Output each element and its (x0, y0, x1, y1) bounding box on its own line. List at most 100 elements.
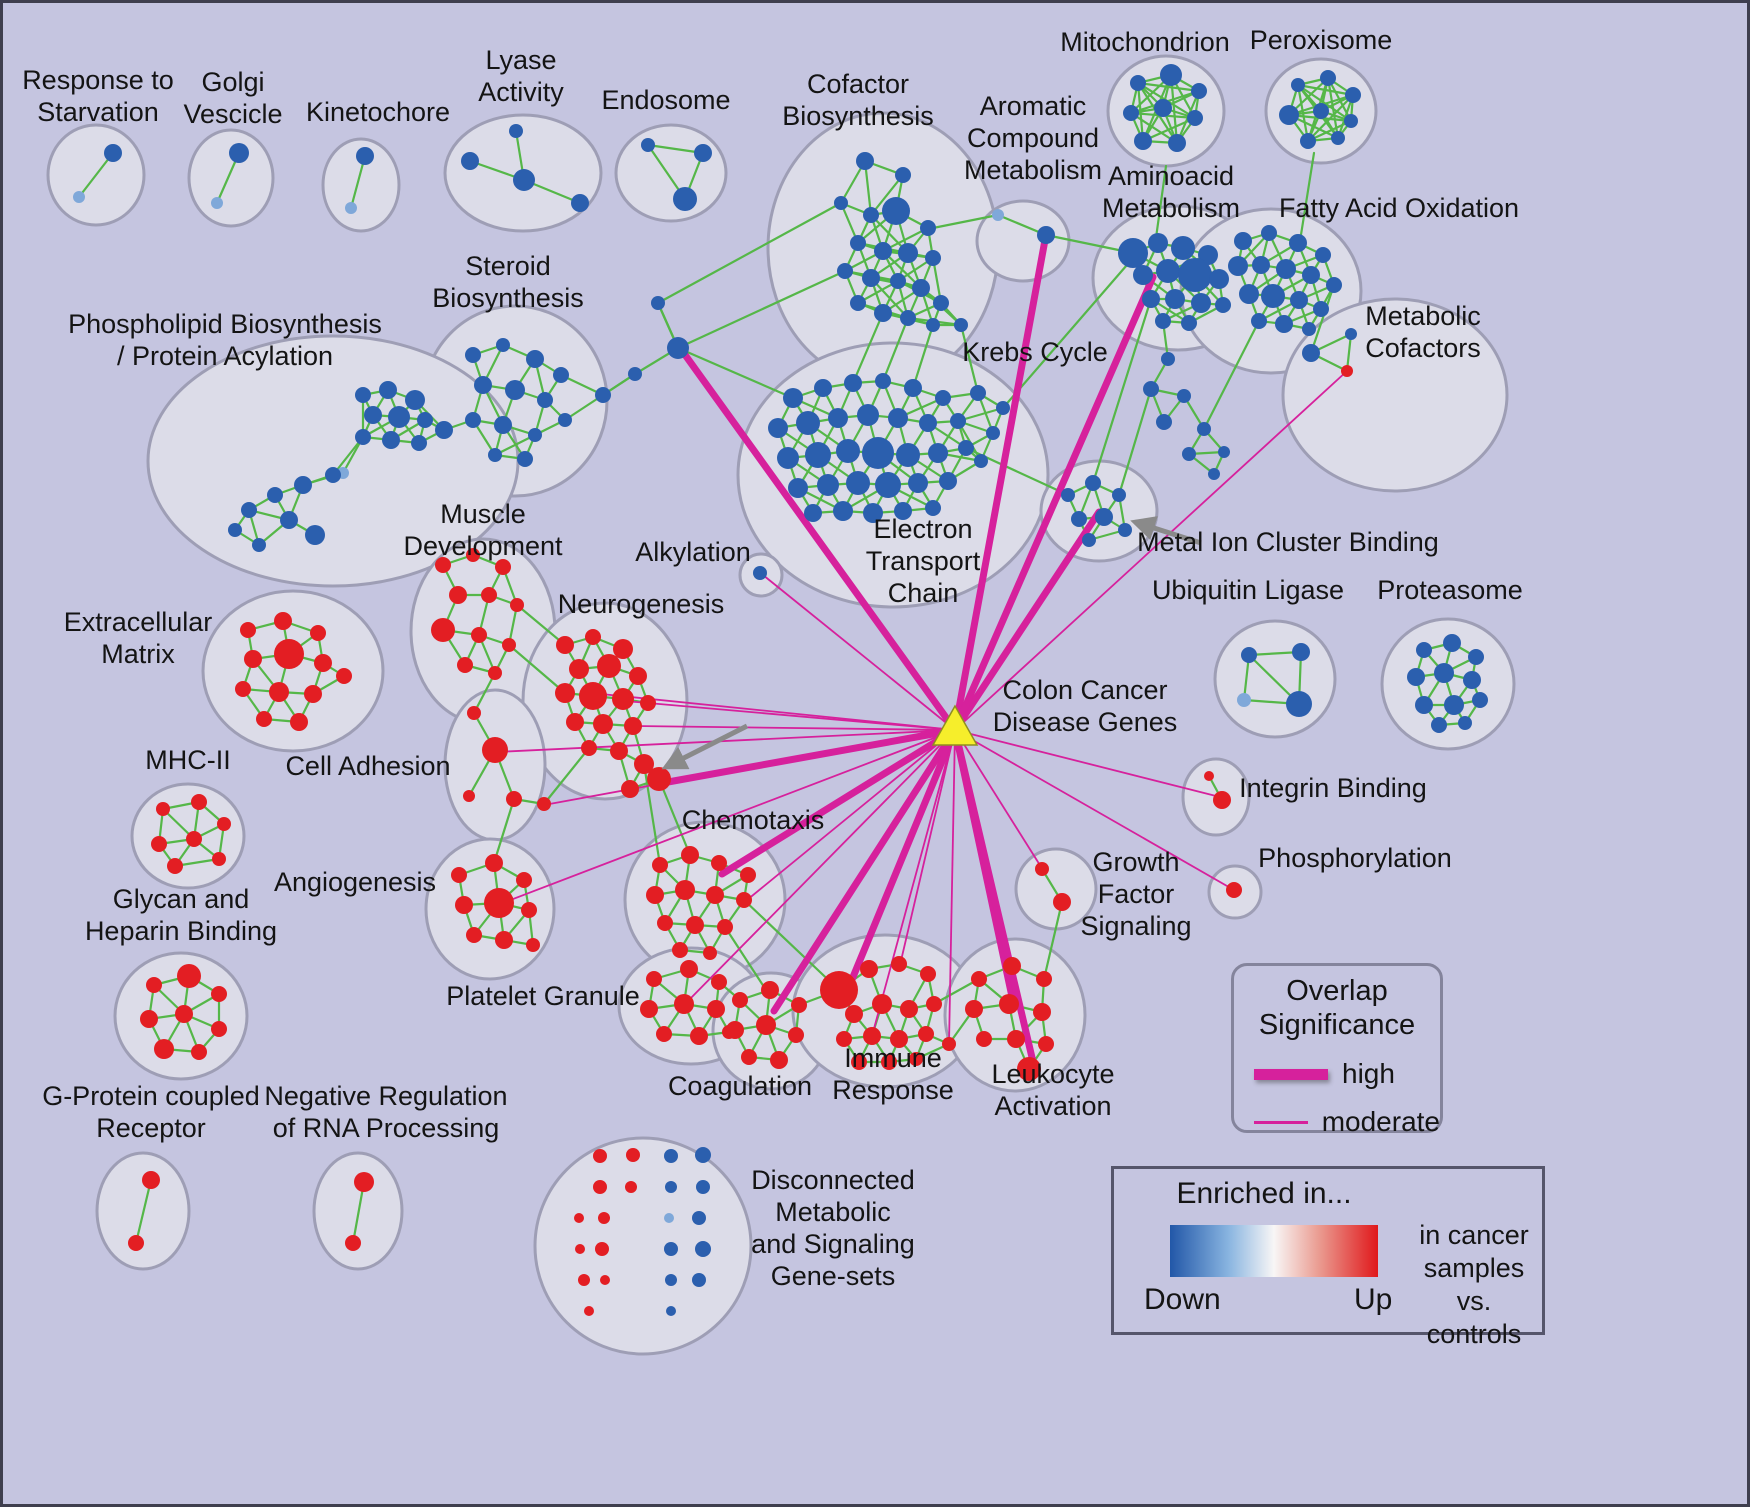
neurogenesis-label: Neurogenesis (558, 589, 725, 619)
gene-set-node (1289, 234, 1307, 252)
gene-set-node (1187, 110, 1203, 126)
gene-set-node (1213, 791, 1231, 809)
gene-set-node (1252, 256, 1270, 274)
gene-set-node (850, 235, 866, 251)
gene-set-node (1345, 328, 1357, 340)
gene-set-node (768, 418, 788, 438)
gene-set-node (920, 220, 936, 236)
gene-set-node (954, 318, 968, 332)
gene-set-node (1315, 247, 1331, 263)
gene-set-node (999, 994, 1019, 1014)
gene-set-node (461, 152, 479, 170)
gene-set-node (1112, 488, 1126, 502)
gene-set-node (465, 347, 481, 363)
gene-set-node (706, 886, 724, 904)
gene-set-node (1156, 414, 1172, 430)
layer-overlap (495, 236, 1348, 1070)
gene-set-node (235, 681, 251, 697)
inter-cluster-edge (911, 323, 935, 390)
gene-set-node (294, 476, 312, 494)
gene-set-node (1279, 105, 1299, 125)
gene-set-node (1300, 133, 1316, 149)
gene-set-node (211, 986, 227, 1002)
gene-set-node (695, 1241, 711, 1257)
gene-set-node (898, 243, 918, 263)
gene-set-node (707, 1000, 725, 1018)
gene-set-node (1345, 87, 1361, 103)
gene-set-node (217, 817, 231, 831)
gene-set-node (863, 1027, 881, 1045)
gene-set-node (463, 790, 475, 802)
moderate-significance-row: moderate (1254, 1106, 1440, 1138)
gene-set-node (156, 802, 170, 816)
gene-set-node (379, 381, 397, 399)
gene-set-edge (331, 435, 365, 477)
gene-set-node (585, 629, 601, 645)
gene-set-node (482, 737, 508, 763)
gene-set-node (862, 269, 880, 287)
gene-set-node (777, 447, 799, 469)
gene-set-node (526, 350, 544, 368)
gene-set-node (675, 880, 695, 900)
gene-set-node (874, 242, 892, 260)
gene-set-node (634, 754, 654, 774)
gene-set-node (537, 797, 551, 811)
gene-set-node (211, 197, 223, 209)
gene-set-node (753, 566, 767, 580)
gene-set-node (146, 977, 162, 993)
gene-set-node (1171, 236, 1195, 260)
gene-set-node (1142, 290, 1160, 308)
gene-set-node (1275, 315, 1293, 333)
gene-set-node (851, 1054, 867, 1070)
gene-set-node (325, 467, 341, 483)
gene-set-node (958, 440, 974, 456)
inter-cluster-edge (932, 977, 981, 1006)
gene-set-node (494, 416, 512, 434)
gene-set-node (1168, 134, 1186, 152)
overlap-edge-moderate (632, 725, 956, 731)
gene-set-node (726, 1021, 744, 1039)
overlap-legend-title: Overlap Significance (1234, 974, 1440, 1042)
gene-set-node (1416, 642, 1432, 658)
gene-set-node (1160, 64, 1182, 86)
phosphorylation-label: Phosphorylation (1258, 843, 1452, 873)
gene-set-node (597, 654, 621, 678)
pointer-arrow (1130, 516, 1202, 546)
comparison-note-line3: vs. controls (1426, 1286, 1522, 1349)
gene-set-node (578, 1274, 590, 1286)
gene-set-node (1191, 293, 1211, 313)
gene-set-edge (1129, 111, 1179, 145)
gene-set-node (488, 666, 502, 680)
gene-set-node (1239, 284, 1259, 304)
gene-set-node (862, 437, 894, 469)
gene-set-node (1181, 315, 1197, 331)
overlap-legend-title-line1: Overlap (1286, 975, 1388, 1007)
gene-set-node (942, 1037, 956, 1051)
gene-set-node (681, 846, 699, 864)
gene-set-node (740, 867, 756, 883)
gene-set-node (411, 435, 427, 451)
overlap-edge-high (770, 726, 959, 1015)
layer-arrows (661, 516, 1202, 770)
gene-set-node (857, 404, 879, 426)
gene-set-node (909, 1052, 923, 1066)
comparison-note: in cancer samples vs. controls (1406, 1219, 1542, 1351)
gene-set-node (874, 304, 892, 322)
gene-set-node (382, 431, 400, 449)
gene-set-node (1313, 103, 1329, 119)
gene-set-node (1035, 862, 1049, 876)
gene-set-node (569, 659, 589, 679)
gene-set-edge (869, 173, 905, 217)
high-significance-label: high (1342, 1058, 1395, 1089)
gene-set-node (844, 374, 862, 392)
gene-set-node (1313, 301, 1329, 317)
inter-cluster-edge (1091, 297, 1153, 485)
gene-set-node (1154, 99, 1172, 117)
gene-set-node (1134, 132, 1152, 150)
gene-set-node (537, 392, 553, 408)
gene-set-node (814, 379, 832, 397)
overlap-edge-moderate (746, 729, 956, 901)
